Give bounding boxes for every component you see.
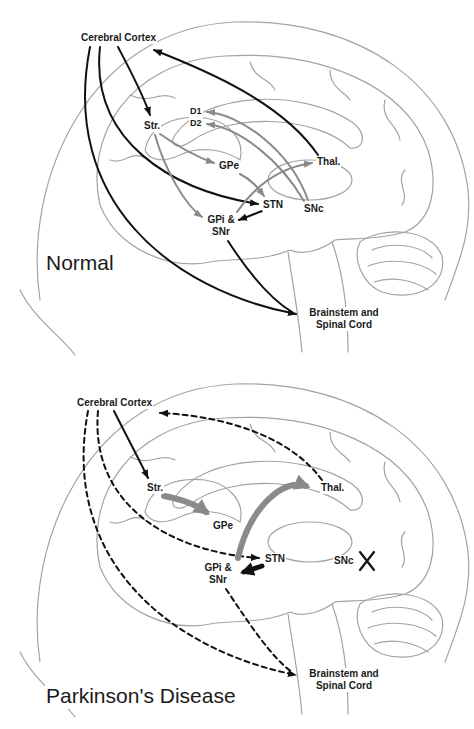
pathway-arrow [99,47,258,204]
pathway-line [226,589,292,672]
receptor-label: D2 [189,117,203,129]
region-label: Brainstem and Spinal Cord [300,307,388,331]
pathway-arrow [207,112,308,200]
pathway-arrow [207,124,304,201]
region-label: GPi & SNr [202,562,234,586]
pathway-arrow [84,411,296,675]
region-label: Thal. [320,482,345,494]
pathway-arrow [164,496,206,512]
brain-normal [20,22,469,355]
region-label: Cerebral Cortex [80,32,157,44]
pathway-arrow [118,47,150,115]
region-label: Cerebral Cortex [76,397,153,409]
pathway-arrow [155,135,202,217]
region-label: STN [264,553,286,565]
pathway-line [228,241,292,312]
pathway-arrow [85,47,296,314]
lesion-cross [360,552,374,570]
panel-title: Normal [45,250,115,276]
region-label: GPe [212,520,234,532]
brain-parkinsons [20,384,469,717]
region-label: GPe [218,160,240,172]
pathway-arrow [160,413,322,480]
pathway-arrow [160,134,214,163]
panel-title: Parkinson's Disease [45,683,237,709]
pathway-arrow [154,50,318,155]
pathway-arrow [237,163,312,212]
region-label: Str. [143,120,161,132]
region-label: STN [262,199,284,211]
region-label: Thal. [316,156,341,168]
pathway-arrow [244,566,262,572]
region-label: SNc [303,203,324,215]
pathway-arrow [97,411,259,558]
region-label: SNc [333,555,354,567]
region-label: Brainstem and Spinal Cord [300,668,388,692]
region-label: GPi & SNr [205,214,237,238]
pathway-arrow [239,211,262,220]
receptor-label: D1 [189,105,203,117]
pathway-arrow [238,485,306,558]
region-label: Str. [146,482,164,494]
pathway-arrow [114,411,148,478]
